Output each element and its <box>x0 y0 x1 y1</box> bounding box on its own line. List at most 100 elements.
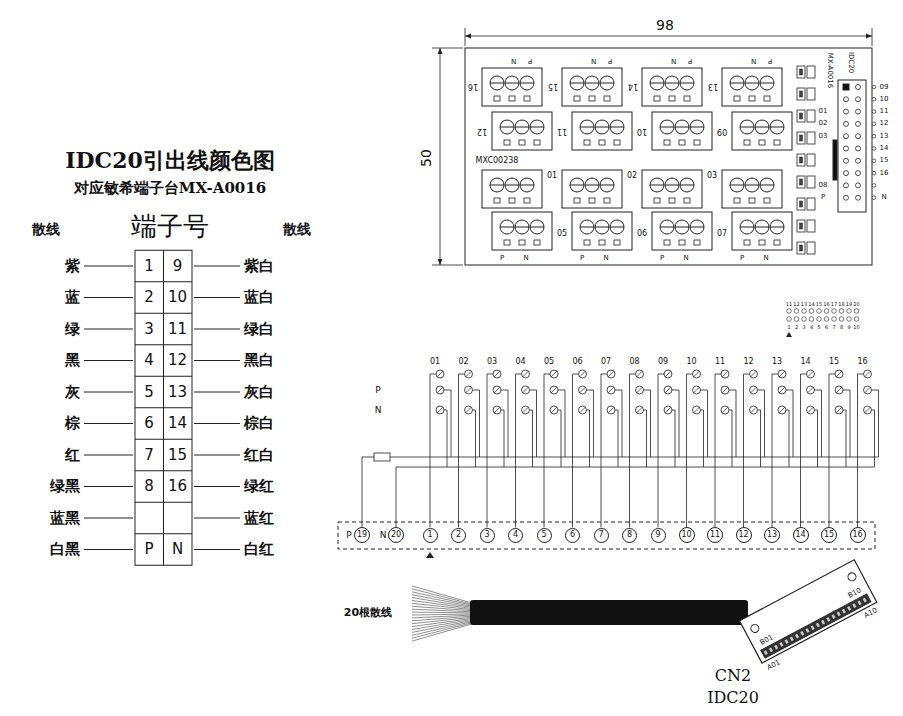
screw-terminal <box>579 406 587 414</box>
signal-wire <box>658 374 664 528</box>
led-mark <box>800 91 803 97</box>
wire-entry <box>574 96 580 101</box>
terminal-number: 3 <box>144 322 154 337</box>
terminal-number: 9 <box>655 531 660 539</box>
terminal-circle: 13 <box>764 527 780 543</box>
screw-terminal <box>522 406 530 414</box>
wire-entry <box>574 198 580 203</box>
screw-slot <box>865 387 871 393</box>
wire-color: 蓝白 <box>244 290 274 305</box>
n-wire <box>872 410 875 467</box>
screw-terminal <box>693 386 701 394</box>
screw-slot <box>523 387 529 393</box>
wire-color: 绿白 <box>244 322 274 337</box>
screw-hole <box>749 623 760 634</box>
pin-number: 15 <box>816 302 822 307</box>
p-bus <box>362 457 879 528</box>
n-wire <box>501 410 504 467</box>
ribbon-cable <box>412 560 877 663</box>
screw-slot <box>745 185 759 186</box>
screw-slot <box>690 127 704 128</box>
terminal-number: 12 <box>738 531 748 539</box>
table-rule <box>135 344 192 345</box>
bus-label: P <box>375 386 380 395</box>
pin-contact <box>764 650 768 655</box>
screw-slot <box>494 407 500 413</box>
led-pad <box>797 110 805 122</box>
screw-slot <box>779 371 785 377</box>
terminal-circle: 2 <box>451 528 466 543</box>
screw-terminal <box>636 386 644 394</box>
screw-slot <box>675 227 689 228</box>
terminal-number: 14 <box>168 416 187 431</box>
pin-one-marker <box>786 332 792 337</box>
screw-slot <box>515 127 529 128</box>
board-label: 11 <box>880 108 889 115</box>
pin-number: 5 <box>817 325 820 330</box>
screw-slot <box>836 371 842 377</box>
screw-terminal <box>493 406 501 414</box>
pin-number: 18 <box>838 302 844 307</box>
leader-line <box>84 329 133 330</box>
screw-terminal <box>664 406 672 414</box>
terminal-number: 9 <box>173 259 183 274</box>
wire-entry <box>664 240 670 245</box>
extension-line <box>465 28 466 46</box>
loose-wire <box>412 598 472 608</box>
channel-number: 09 <box>658 358 668 366</box>
terminal-circle: 10 <box>679 527 695 543</box>
wire-entry <box>589 198 595 203</box>
header-pin <box>856 158 861 163</box>
terminal-circle: 8 <box>622 528 637 543</box>
led-mark <box>800 245 803 251</box>
leader-line <box>84 297 133 298</box>
p-wire <box>615 390 622 457</box>
wire-color: 黑白 <box>244 353 274 368</box>
screw-slot <box>694 387 700 393</box>
led-pad <box>807 66 815 78</box>
pin-contact <box>857 600 861 605</box>
header-pin <box>856 121 861 126</box>
table-rule <box>135 533 192 534</box>
wire-color: 红 <box>65 448 80 463</box>
pin-dot <box>872 147 876 151</box>
terminal-board <box>432 28 876 265</box>
signal-wire <box>687 374 693 528</box>
screw-terminal <box>493 370 501 378</box>
terminal-number: 4 <box>513 531 518 539</box>
idc-header <box>838 80 866 212</box>
wire-color: 绿 <box>65 322 80 337</box>
signal-wire <box>516 374 522 528</box>
header-pin <box>844 195 849 200</box>
board-label: 13 <box>880 133 889 140</box>
pin-dot <box>872 110 876 114</box>
wire-entry <box>504 140 510 145</box>
screw-terminal <box>693 406 701 414</box>
channel-number: 06 <box>572 358 582 366</box>
connector-outline <box>338 522 875 549</box>
terminal-number: 5 <box>541 531 546 539</box>
terminal-number: N <box>172 542 183 557</box>
screw-head <box>680 76 694 90</box>
screw-slot <box>610 127 624 128</box>
screw-slot <box>637 387 643 393</box>
screw-head <box>755 220 769 234</box>
wiring-schematic <box>338 370 879 558</box>
loose-wire <box>412 612 472 614</box>
wire-entry <box>494 198 500 203</box>
wire-color: 灰 <box>65 385 80 400</box>
screw-slot <box>637 407 643 413</box>
screw-head <box>600 178 614 192</box>
screw-terminal <box>721 370 729 378</box>
board-label: 11 <box>557 127 567 135</box>
screw-head <box>610 220 624 234</box>
header-pin <box>856 109 861 114</box>
board-label: 03 <box>819 133 828 140</box>
n-wire <box>444 410 447 467</box>
screw-head <box>515 120 529 134</box>
screw-head <box>740 120 754 134</box>
leader-line <box>194 518 240 519</box>
pin-one-marker <box>426 552 434 558</box>
terminal-number: 1 <box>427 531 432 539</box>
screw-slot <box>740 127 754 128</box>
